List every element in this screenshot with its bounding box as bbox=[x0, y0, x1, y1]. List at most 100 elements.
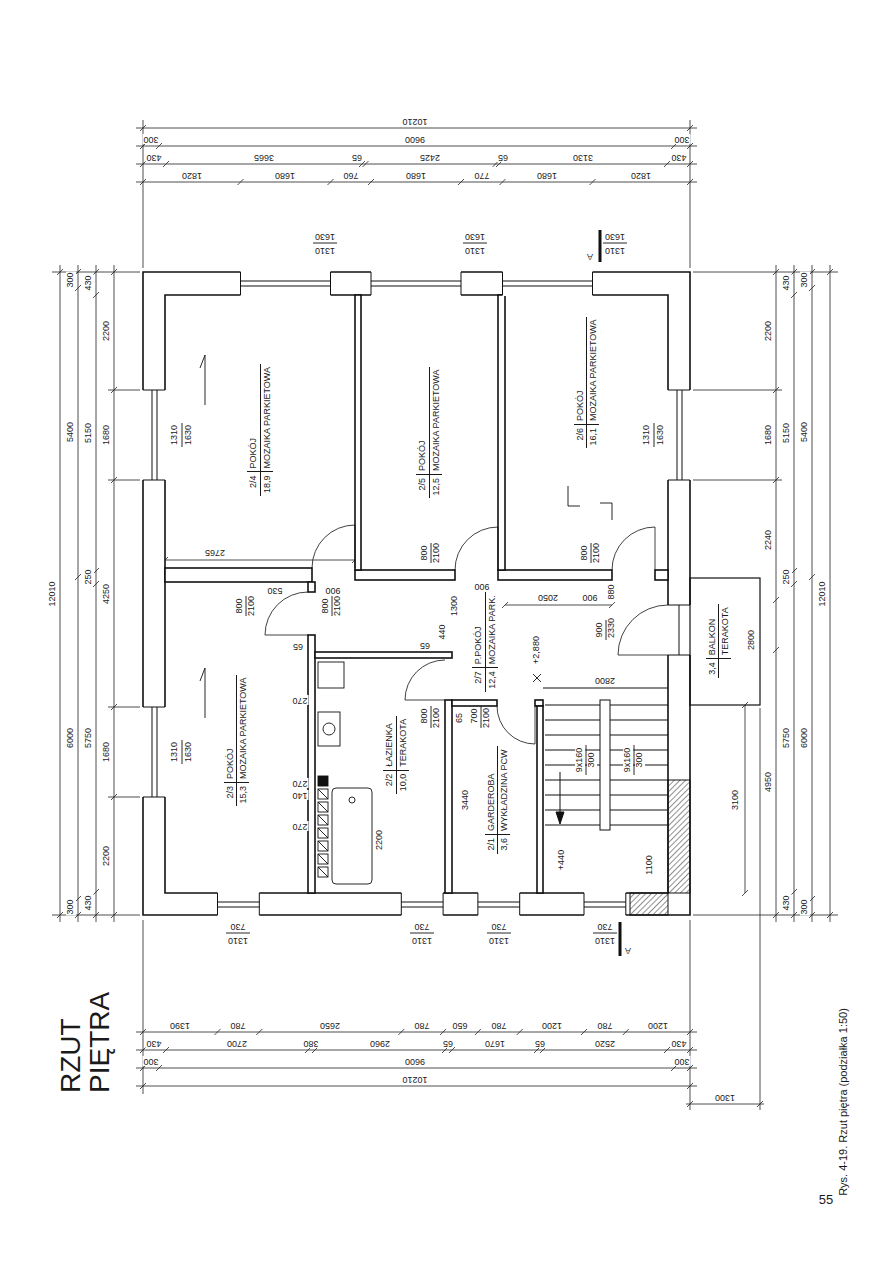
window-openings bbox=[401, 892, 443, 916]
dimension-label: 800 bbox=[321, 597, 331, 614]
dimension-label: 1310 bbox=[411, 935, 433, 945]
dimension-label: 440 bbox=[438, 623, 448, 640]
dimension-label: 65 bbox=[442, 1038, 454, 1048]
walls bbox=[355, 570, 455, 580]
dimension-label: 760 bbox=[342, 170, 359, 180]
dimension-label: 730 bbox=[490, 921, 507, 931]
dimension-label: 900 bbox=[581, 592, 598, 602]
dimension-label: 5750 bbox=[782, 727, 792, 749]
floor-finish: WYKŁADZINA PCW bbox=[498, 746, 510, 834]
dimension-label: 430 bbox=[782, 894, 792, 911]
dimension-label: 65 bbox=[534, 1038, 546, 1048]
dimension-label: 2960 bbox=[369, 1038, 391, 1048]
dimension-label: 780 bbox=[413, 1020, 430, 1030]
dimension-label: 2100 bbox=[432, 707, 442, 729]
dimension-label: 12010 bbox=[818, 580, 828, 607]
room-stamp: 2/3POKÓJ15,3MOZAIKA PARKIETOWA bbox=[224, 675, 250, 807]
dimension-label: 4250 bbox=[102, 583, 112, 605]
dimension-label: 65 bbox=[351, 152, 363, 162]
dimension-lines bbox=[52, 120, 838, 1110]
dimension-label: 1310 bbox=[604, 245, 626, 255]
dimension-label: 1310 bbox=[464, 245, 486, 255]
dimension-label: 1310 bbox=[227, 935, 249, 945]
dimension-label: 270 bbox=[291, 821, 308, 831]
bathroom-fixtures bbox=[318, 712, 340, 746]
dimension-label: 9x160 bbox=[575, 747, 585, 774]
dimension-label: 1630 bbox=[314, 231, 336, 241]
dimension-label: 2765 bbox=[204, 547, 226, 557]
walls bbox=[143, 272, 690, 915]
window-openings bbox=[142, 390, 166, 480]
dimension-label: 2100 bbox=[482, 707, 492, 729]
dimension-label: 270 bbox=[291, 778, 308, 788]
dimension-label: 780 bbox=[490, 1020, 507, 1030]
dimension-label: 5400 bbox=[66, 421, 76, 443]
dimension-label: 140 bbox=[291, 790, 308, 800]
room-stamp: 3,4BALKONTERAKOTA bbox=[706, 604, 732, 677]
hatched-wall bbox=[668, 780, 690, 893]
dimension-label: 1310 bbox=[314, 245, 336, 255]
dimension-label: 1300 bbox=[450, 595, 460, 617]
dimension-label: 380 bbox=[302, 1038, 319, 1048]
stairs bbox=[560, 772, 561, 816]
walls bbox=[535, 700, 543, 706]
floor-finish: MOZAIKA PARKIETOWA bbox=[261, 364, 273, 471]
stairs bbox=[543, 688, 668, 689]
room-stamp: 2/7P.POKÓJ12,4MOZAIKA PARK. bbox=[472, 592, 498, 691]
dimension-label: 1100 bbox=[645, 854, 655, 875]
dimension-label: 300 bbox=[142, 1056, 159, 1066]
dimension-label: 5150 bbox=[782, 422, 792, 444]
hatched-wall bbox=[630, 780, 690, 915]
dimension-label: 1310 bbox=[488, 935, 510, 945]
window-openings bbox=[142, 271, 691, 916]
dimension-label: 770 bbox=[473, 170, 490, 180]
dimension-label: 1820 bbox=[181, 170, 203, 180]
dimension-label: 1300 bbox=[714, 1092, 736, 1102]
figure-caption: Rys. 4-19. Rzut piętra (podziałka 1:50) bbox=[837, 1008, 849, 1196]
dimension-label: 1310 bbox=[170, 741, 180, 763]
dimension-label: 250 bbox=[84, 568, 94, 585]
dimension-label: 5150 bbox=[84, 422, 94, 444]
bathroom-fixtures bbox=[332, 788, 372, 884]
room: 2/2ŁAZIENKA10,0TERAKOTA bbox=[372, 700, 420, 810]
dimension-label: 1630 bbox=[184, 424, 194, 446]
dimension-label: 5750 bbox=[84, 727, 94, 749]
dimension-label: 300 bbox=[673, 1056, 690, 1066]
dimension-label: 530 bbox=[266, 585, 283, 595]
room-name: P.POKÓJ bbox=[472, 592, 485, 667]
room-name: GARDEROBA bbox=[485, 746, 498, 834]
walls bbox=[308, 635, 315, 893]
hatched-wall bbox=[630, 893, 668, 915]
dimension-label: 430 bbox=[670, 1038, 687, 1048]
stairs bbox=[600, 700, 610, 830]
bathroom-fixtures bbox=[349, 797, 355, 803]
dimension-label: 430 bbox=[84, 274, 94, 291]
stairs bbox=[556, 812, 564, 824]
dimension-lines bbox=[136, 120, 697, 268]
dimension-label: 430 bbox=[670, 152, 687, 162]
dimension-label: 1630 bbox=[604, 231, 626, 241]
room-stamp: 2/4POKÓJ18,9MOZAIKA PARKIETOWA bbox=[247, 364, 273, 496]
dimension-label: 430 bbox=[782, 274, 792, 291]
dimension-label: 3100 bbox=[731, 789, 741, 811]
floor-finish: MOZAIKA PARKIETOWA bbox=[430, 367, 442, 474]
dimension-label: 430 bbox=[145, 152, 162, 162]
dimension-label: 2700 bbox=[226, 1038, 248, 1048]
dimension-label: 9600 bbox=[404, 1056, 426, 1066]
dimension-label: 300 bbox=[635, 751, 645, 768]
dimension-label: 300 bbox=[800, 271, 810, 288]
dimension-label: 1680 bbox=[405, 170, 427, 180]
dimension-label: 3440 bbox=[461, 789, 471, 811]
dimension-label: 1630 bbox=[656, 424, 666, 446]
dimension-label: 1680 bbox=[274, 170, 296, 180]
walls bbox=[537, 706, 543, 893]
floor-finish: MOZAIKA PARKIETOWA bbox=[587, 317, 599, 424]
dimension-label: 800 bbox=[420, 544, 430, 561]
dimension-lines bbox=[162, 557, 748, 896]
walls bbox=[498, 570, 612, 580]
window-openings bbox=[667, 390, 691, 480]
room-number: 2/4 bbox=[247, 471, 260, 496]
section-mark: A bbox=[624, 945, 632, 955]
bathroom-fixtures bbox=[318, 662, 344, 688]
window-openings bbox=[241, 271, 331, 296]
